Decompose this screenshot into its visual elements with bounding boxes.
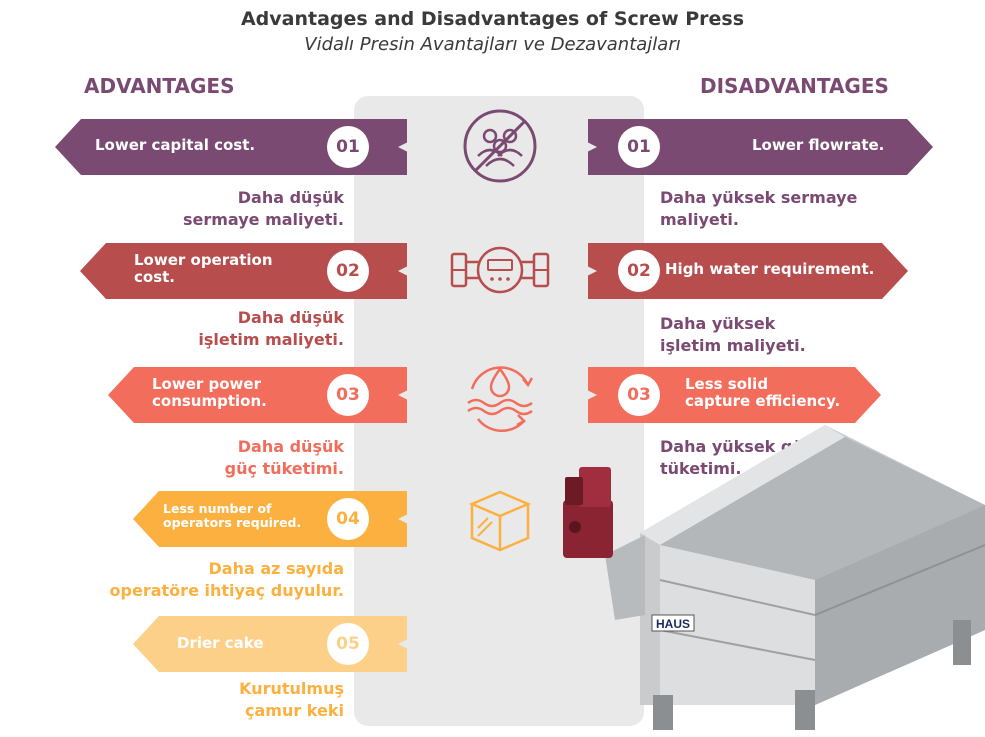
machine-brand-label: HAUS: [656, 617, 690, 631]
page-subtitle: Vidalı Presin Avantajları ve Dezavantajl…: [304, 34, 681, 55]
disadvantage-number-02: 02: [618, 250, 660, 292]
screw-press-machine-image: HAUS: [563, 425, 985, 730]
advantage-label-05: Drier cake: [177, 634, 264, 652]
disadvantage-label-02: High water requirement.: [665, 260, 875, 278]
disadvantage-banner-02: 02 High water requirement.: [588, 243, 908, 299]
advantage-number-02: 02: [327, 250, 369, 292]
disadvantages-heading: DISADVANTAGES: [700, 74, 889, 98]
advantage-number-04: 04: [327, 498, 369, 540]
advantage-number-05: 05: [327, 623, 369, 665]
advantage-number-01: 01: [327, 126, 369, 168]
no-people-icon: [463, 109, 537, 183]
advantage-banner-01: Lower capital cost. 01: [55, 119, 407, 175]
disadvantage-number-03: 03: [618, 374, 660, 416]
disadvantage-label-01: Lower flowrate.: [752, 136, 885, 154]
advantage-banner-05: Drier cake 05: [133, 616, 407, 672]
advantage-label-01: Lower capital cost.: [95, 136, 256, 154]
advantages-heading: ADVANTAGES: [84, 74, 235, 98]
disadvantage-banner-01: 01 Lower flowrate.: [588, 119, 933, 175]
water-drop-cycle-icon: [467, 366, 534, 433]
page-title: Advantages and Disadvantages of Screw Pr…: [240, 8, 745, 30]
meter-icon: [450, 246, 550, 294]
box-icon: [468, 490, 532, 552]
disadvantage-number-01: 01: [618, 126, 660, 168]
advantage-number-03: 03: [327, 374, 369, 416]
